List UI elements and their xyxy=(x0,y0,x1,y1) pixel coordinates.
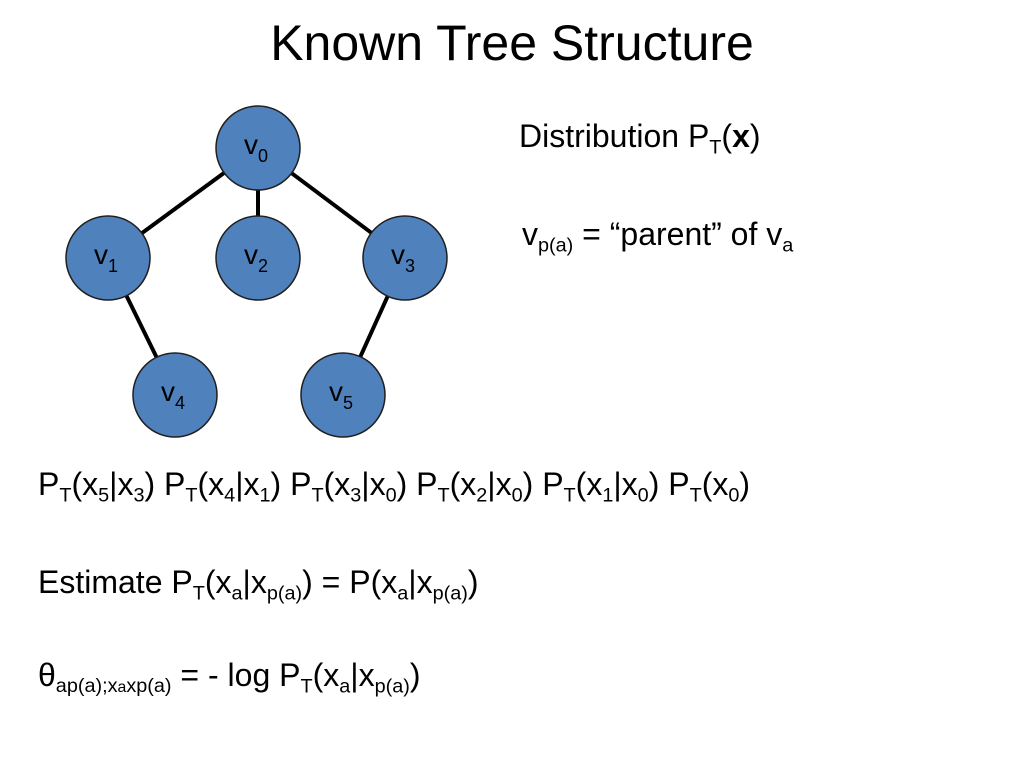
parent-definition: vp(a) = “parent” of va xyxy=(522,216,794,257)
node-v2: v2 xyxy=(215,215,301,301)
node-circle xyxy=(132,352,218,438)
slide-title: Known Tree Structure xyxy=(270,15,754,71)
edge-v0-v3 xyxy=(289,170,374,236)
factorization-equation: PT(x5|x3) PT(x4|x1) PT(x3|x0) PT(x2|x0) … xyxy=(38,466,751,507)
node-v3: v3 xyxy=(362,215,448,301)
factor-4: PT(x2|x0) xyxy=(416,466,543,507)
node-v4: v4 xyxy=(132,352,218,438)
edge-v1-v4 xyxy=(124,293,159,360)
factor-3: PT(x3|x0) xyxy=(290,466,417,507)
node-circle xyxy=(215,215,301,301)
estimate-equation: Estimate PT(xa|xp(a)) = P(xa|xp(a)) xyxy=(38,564,479,605)
edge-v3-v5 xyxy=(358,294,390,359)
node-v0: v0 xyxy=(215,105,301,191)
node-circle xyxy=(215,105,301,191)
node-v5: v5 xyxy=(300,352,386,438)
distribution-label: Distribution PT(x) xyxy=(519,118,761,159)
theta-equation: θap(a);xaxp(a) = - log PT(xa|xp(a)) xyxy=(38,657,421,698)
factor-1: PT(x5|x3) xyxy=(38,466,165,507)
edge-v0-v1 xyxy=(139,170,227,236)
node-circle xyxy=(362,215,448,301)
node-circle xyxy=(65,215,151,301)
factor-5: PT(x1|x0) xyxy=(542,466,669,507)
node-v1: v1 xyxy=(65,215,151,301)
factor-2: PT(x4|x1) xyxy=(164,466,291,507)
factor-6: PT(x0) xyxy=(668,466,751,507)
node-circle xyxy=(300,352,386,438)
